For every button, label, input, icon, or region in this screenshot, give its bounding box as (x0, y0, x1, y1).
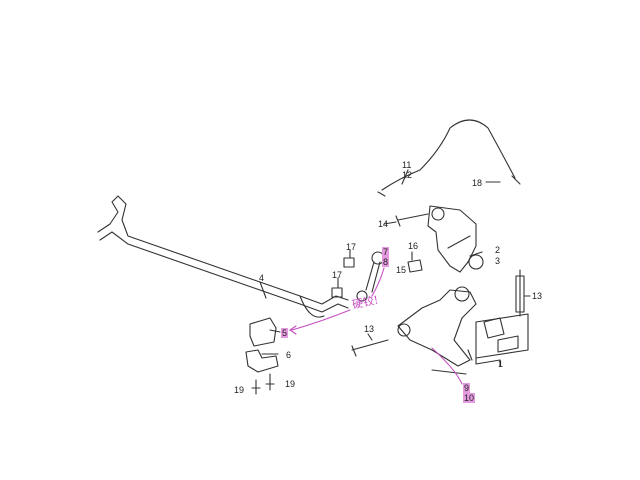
label-19-right: 19 (285, 379, 296, 389)
ball-joint-boot (483, 317, 505, 339)
label-8: 8 (382, 257, 390, 267)
label-4: 4 (259, 273, 265, 283)
label-19-left: 19 (234, 385, 245, 395)
label-1: 1 (498, 359, 504, 369)
bolt-13-lower (351, 339, 389, 357)
label-7: 7 (382, 247, 390, 257)
label-2: 2 (495, 245, 501, 255)
label-6: 6 (286, 350, 292, 360)
label-13-right: 13 (532, 291, 543, 301)
label-10: 10 (463, 393, 476, 403)
annotation-arrow-left (289, 309, 351, 335)
annotation-arrow-up (371, 267, 385, 297)
label-16: 16 (408, 241, 419, 251)
label-17-top: 17 (346, 242, 357, 252)
label-18: 18 (472, 178, 483, 188)
label-9: 9 (463, 383, 471, 393)
bushing (249, 317, 277, 347)
stabilizer-bar-lower-edge (99, 231, 349, 313)
label-14: 14 (378, 219, 389, 229)
knuckle (427, 205, 477, 273)
label-15: 15 (396, 265, 407, 275)
label-3: 3 (495, 256, 501, 266)
label-13-lower: 13 (364, 324, 375, 334)
sensor-wire (381, 119, 516, 191)
label-17-bottom: 17 (332, 270, 343, 280)
stabilizer-link (365, 261, 381, 293)
bolt-19-right (265, 373, 275, 391)
annotation-arrow-down (431, 347, 463, 385)
bracket (245, 349, 279, 373)
label-5: 5 (281, 328, 289, 338)
stabilizer-bar (97, 195, 349, 305)
label-11: 11 (402, 160, 412, 170)
lower-arm (397, 289, 477, 367)
label-12: 12 (402, 170, 413, 180)
bolt-19-left (251, 379, 261, 395)
bolt-13-right (515, 275, 525, 313)
